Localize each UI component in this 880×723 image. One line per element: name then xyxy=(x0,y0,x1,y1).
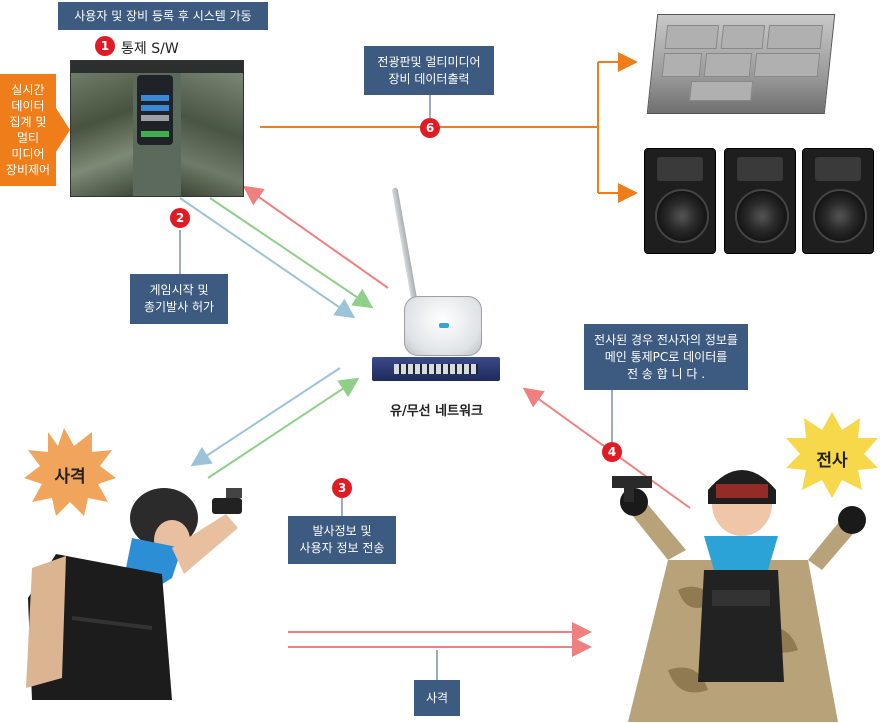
fire-info-box: 발사정보 및 사용자 정보 전송 xyxy=(288,516,396,564)
hit-person-figure xyxy=(612,470,866,722)
step-6-badge: 6 xyxy=(420,118,440,138)
system-start-label: 사용자 및 장비 등록 후 시스템 가동 xyxy=(58,2,268,30)
wireless-ap-icon xyxy=(404,296,482,356)
shooting-burst xyxy=(24,428,116,516)
control-to-network-blue xyxy=(179,197,356,319)
network-to-control-red xyxy=(242,185,389,289)
realtime-control-tag: 실시간 데이터 집계 및 멀티 미디어 장비제어 xyxy=(0,74,56,186)
speaker-icon xyxy=(644,148,716,254)
shooter-figure xyxy=(26,488,242,700)
killed-burst xyxy=(786,412,878,498)
hit-info-box: 전사된 경우 전사자의 정보를 메인 통제PC로 데이터를 전 송 합 니 다 … xyxy=(584,324,748,390)
display-output-box: 전광판및 멀티미디어 장비 데이터출력 xyxy=(364,46,494,95)
game-start-box: 게임시작 및 총기발사 허가 xyxy=(130,274,228,324)
step-2-badge: 2 xyxy=(170,208,190,228)
shooter-to-network-green xyxy=(207,377,360,479)
control-sw-label: 통제 S/W xyxy=(121,41,179,57)
shoot-box: 사격 xyxy=(414,680,460,716)
display-board-icon xyxy=(646,14,836,114)
speaker-icon xyxy=(724,148,796,254)
speaker-icon xyxy=(802,148,874,254)
step-4-badge: 4 xyxy=(602,442,622,462)
step-3-badge: 3 xyxy=(332,478,352,498)
control-to-network-green xyxy=(209,197,374,309)
step-1-badge: 1 xyxy=(95,36,115,56)
killed-burst-label: 전사 xyxy=(816,450,848,471)
network-to-shooter-blue xyxy=(190,367,341,467)
network-switch-icon xyxy=(372,357,500,381)
shooting-burst-label: 사격 xyxy=(54,466,86,487)
control-screen-icon xyxy=(70,60,244,197)
orange-arrow-icon xyxy=(56,108,70,152)
network-label: 유/무선 네트워크 xyxy=(390,404,483,419)
